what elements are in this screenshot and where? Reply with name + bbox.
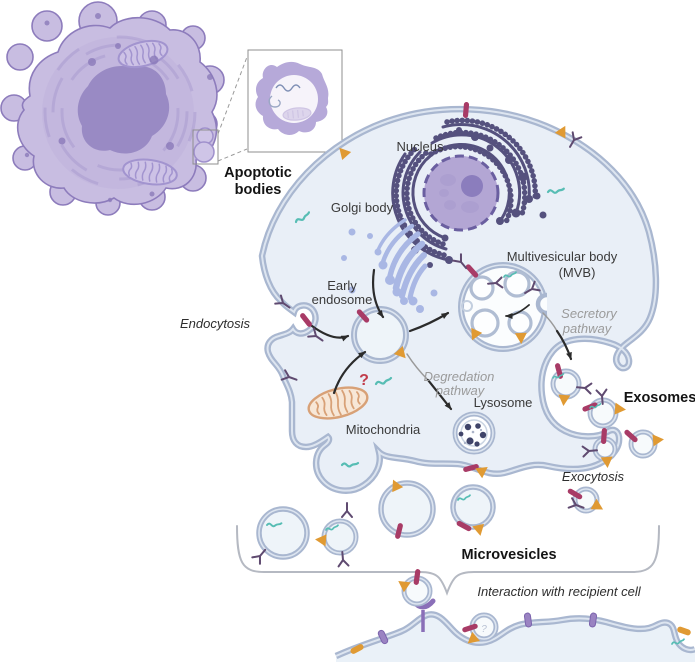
mitochondrion <box>307 386 369 420</box>
golgi-apparatus <box>341 218 438 313</box>
secretory-arrow <box>555 329 573 361</box>
label-apoptotic-bodies: bodies <box>235 182 282 198</box>
transmembrane-protein <box>523 612 533 628</box>
label-lysosome: Lysosome <box>474 395 533 410</box>
apoptotic-cell <box>0 1 225 216</box>
inset-rna-wave <box>275 84 301 92</box>
small-vesicle <box>461 300 473 312</box>
mitochondria-to-endosome-arrow <box>332 350 367 395</box>
label-secretory-pathway: pathway <box>562 321 613 336</box>
label-exocytosis: Exocytosis <box>562 469 625 484</box>
recipient-receptors <box>350 598 691 654</box>
label-secretory-pathway: Secretory <box>561 306 618 321</box>
pathway-arrows <box>310 268 573 411</box>
fusing-vesicle-question-mark: ? <box>481 624 487 635</box>
degradation-arrow <box>426 378 453 411</box>
label-early-endosome: endosome <box>312 292 373 307</box>
zoom-source-box <box>192 129 219 165</box>
endocytosis-arrow <box>310 324 350 342</box>
label-interaction: Interaction with recipient cell <box>477 584 641 599</box>
apoptotic-nucleus <box>77 66 170 154</box>
inset-leader-top <box>217 56 248 135</box>
intraluminal-vesicle <box>503 270 531 298</box>
lysosome-organelle <box>452 411 496 455</box>
nuclear-envelope <box>422 154 500 232</box>
inset-leader-bottom <box>217 148 248 162</box>
unknown-pathway-question-mark: ? <box>359 372 369 389</box>
orange-membrane-protein <box>350 644 364 654</box>
apoptotic-mitochondrion-bottom <box>122 158 178 186</box>
label-mitochondria: Mitochondria <box>346 422 421 437</box>
label-apoptotic-bodies: Apoptotic <box>224 165 292 181</box>
label-microvesicles: Microvesicles <box>461 547 556 563</box>
label-golgi-body: Golgi body <box>331 200 394 215</box>
mvb-inner-arrow <box>505 304 530 319</box>
apoptotic-granules <box>24 13 213 203</box>
vesicle-brace <box>236 525 660 596</box>
labels: Apoptotic bodies Nucleus Golgi body Mult… <box>180 139 695 635</box>
endoplasmic-reticulum <box>391 117 547 268</box>
endosome-to-mvb-arrow <box>408 311 450 333</box>
nucleolus <box>461 175 483 197</box>
microvesicles-group <box>256 480 496 560</box>
label-degradation-pathway: pathway <box>435 383 486 398</box>
label-degradation-pathway: Degredation <box>424 369 495 384</box>
label-endocytosis: Endocytosis <box>180 316 251 331</box>
orange-membrane-protein <box>677 626 691 636</box>
recipient-cell <box>334 575 695 662</box>
transmembrane-protein <box>588 612 598 628</box>
label-exosomes: Exosomes <box>624 390 695 406</box>
inset-curl <box>268 95 281 108</box>
golgi-to-endosome-arrow <box>371 268 385 319</box>
nucleus-organelle <box>422 154 500 232</box>
label-early-endosome: Early <box>327 278 357 293</box>
multivesicular-body <box>458 262 560 352</box>
transmembrane-protein <box>377 629 389 645</box>
inset-faded-mitochondrion <box>282 107 312 121</box>
intraluminal-vesicle <box>470 308 500 338</box>
exosomes-group <box>550 368 658 514</box>
chromatin <box>439 174 479 213</box>
apoptotic-body-inset <box>247 49 343 153</box>
label-nucleus: Nucleus <box>397 139 444 154</box>
label-mvb: (MVB) <box>559 265 596 280</box>
intraluminal-vesicle <box>469 275 495 301</box>
label-mvb: Multivesicular body <box>507 249 618 264</box>
